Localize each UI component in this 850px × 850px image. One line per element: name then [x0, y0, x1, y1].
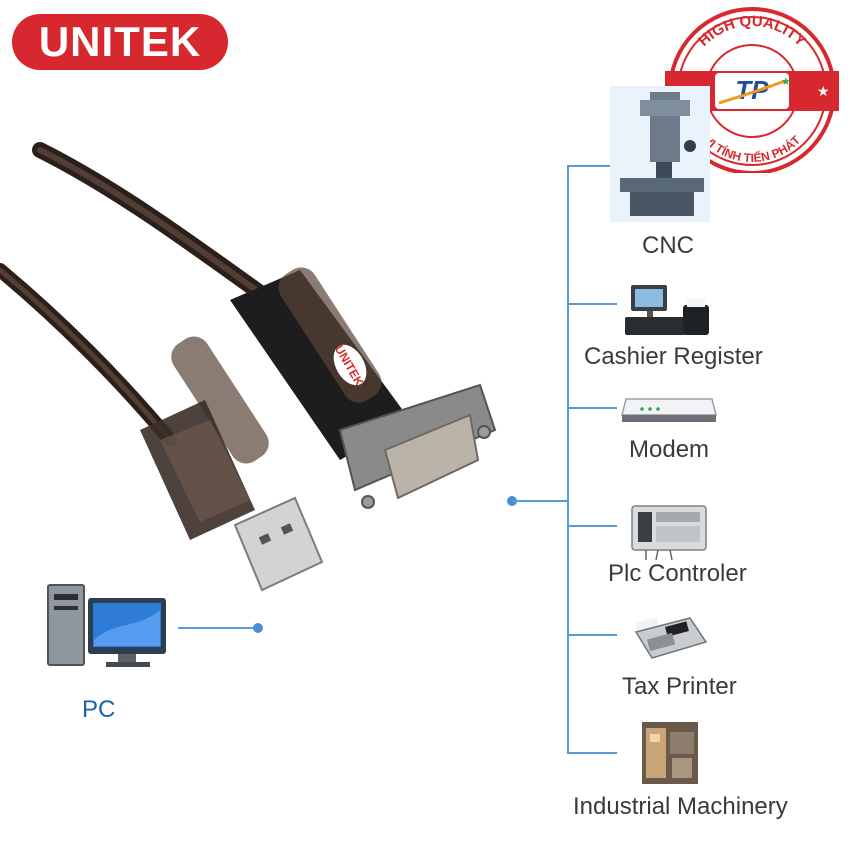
- pc-connector-dot: [253, 623, 263, 633]
- usb-a-connector: [140, 400, 324, 592]
- device-label-cashier-register: Cashier Register: [584, 343, 763, 370]
- modem-icon: [621, 398, 717, 422]
- device-label-modem: Modem: [629, 436, 710, 463]
- svg-text:★: ★: [817, 84, 830, 100]
- desktop-computer-icon: [47, 584, 166, 667]
- device-bus-line: [567, 165, 569, 753]
- branch-modem: [567, 407, 617, 409]
- db9-connector: UNITEK: [171, 267, 497, 509]
- stamp-logo-text: TP: [735, 75, 769, 105]
- branch-cnc: [567, 165, 617, 167]
- device-label-cnc: CNC: [642, 232, 694, 259]
- device-label-tax-printer: Tax Printer: [622, 673, 737, 700]
- svg-text:★: ★: [781, 75, 791, 88]
- brand-name: UNITEK: [38, 18, 202, 65]
- branch-plc: [567, 525, 617, 527]
- tax-printer-icon: [634, 617, 708, 659]
- cash-register-icon: [625, 285, 709, 335]
- branch-printer: [567, 634, 617, 636]
- brand-logo: UNITEK: [12, 14, 228, 70]
- pc-connector-line: [178, 627, 258, 629]
- branch-cashier: [567, 303, 617, 305]
- branch-machinery: [567, 752, 617, 754]
- industrial-machine-icon: [642, 722, 698, 784]
- device-label-plc-controler: Plc Controler: [608, 560, 747, 587]
- quality-stamp: HIGH QUALITY VI TÍNH TIẾN PHÁT ★ ★ TP ★: [665, 7, 839, 173]
- cnc-machine-icon: [610, 86, 710, 222]
- pc-label: PC: [82, 696, 116, 723]
- serial-connector-line: [512, 500, 568, 502]
- plc-controller-icon: [631, 505, 707, 561]
- usb-to-serial-cable: UNITEK: [0, 142, 497, 592]
- device-label-industrial-machinery: Industrial Machinery: [573, 793, 788, 820]
